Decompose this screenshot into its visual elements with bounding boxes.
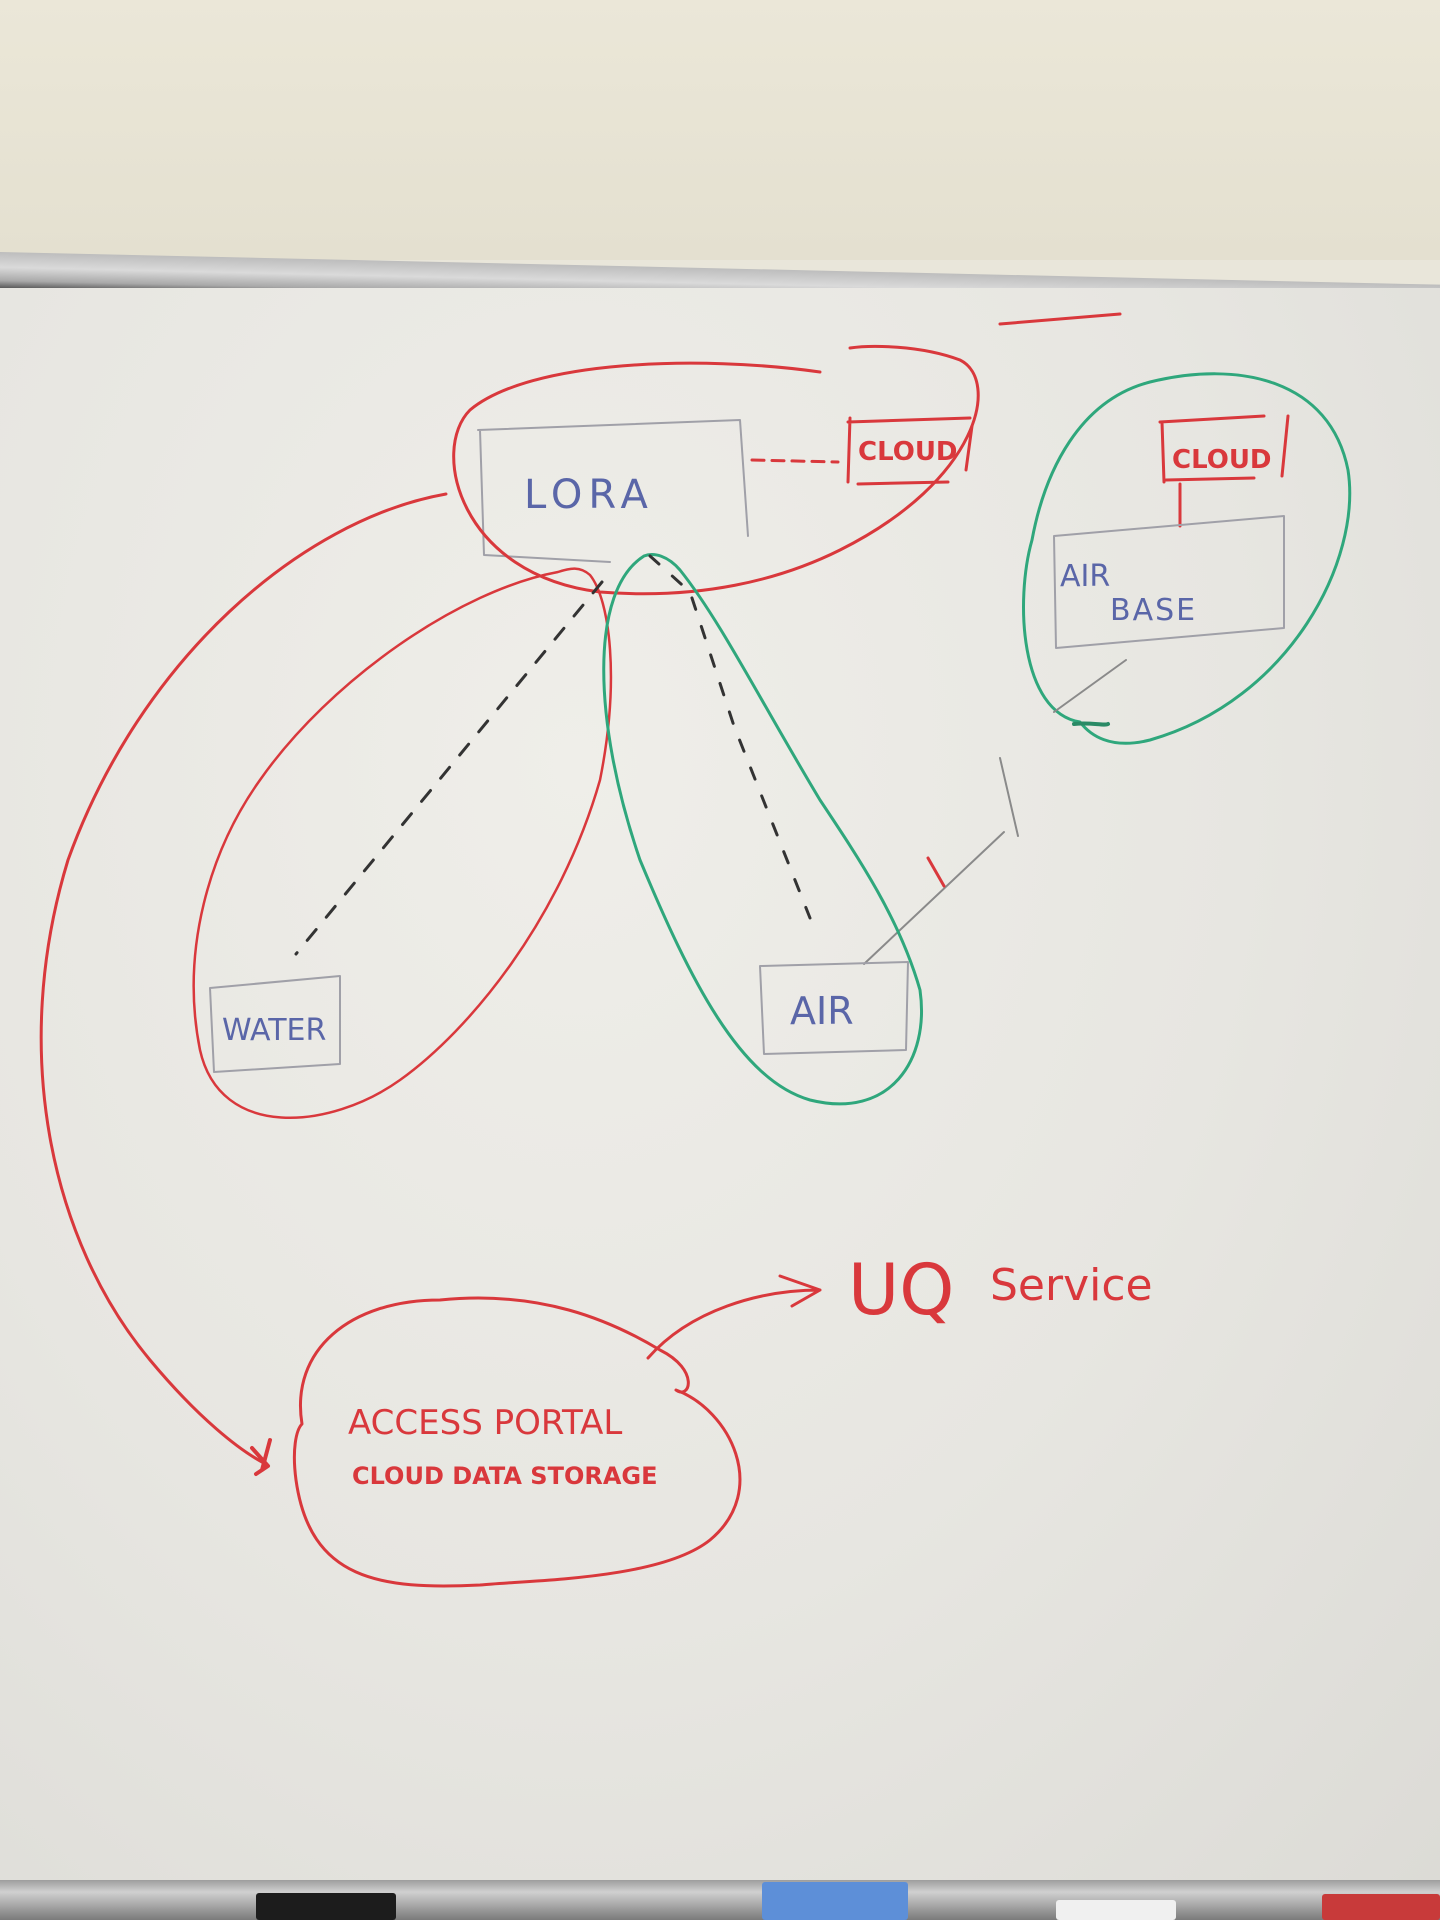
- marker-black: [256, 1893, 396, 1920]
- service-label: Service: [990, 1260, 1153, 1311]
- air-boundary: [602, 553, 923, 1106]
- lora-cloud-link: [750, 458, 840, 464]
- portal-label-line1: ACCESS PORTAL: [348, 1403, 622, 1443]
- marker-white: [1056, 1900, 1176, 1920]
- eraser-blue: [762, 1882, 908, 1920]
- air-base-box: [1053, 515, 1285, 649]
- air-box: [759, 961, 909, 1055]
- air-to-air-base-link: [863, 659, 1127, 965]
- water-box: [209, 975, 341, 1073]
- lora-label: LORA: [524, 472, 654, 518]
- water-boundary: [192, 567, 613, 1120]
- air-base-boundary: [1022, 372, 1352, 745]
- portal-arrowhead: [250, 1438, 272, 1476]
- lora-air-link: [648, 554, 812, 920]
- air-base-label-line1: AIR: [1060, 559, 1110, 594]
- lora-to-portal-arrow: [39, 492, 448, 1464]
- lora-water-link: [294, 580, 604, 956]
- green-accent: [1072, 721, 1110, 727]
- air-base-label-line2: BASE: [1110, 593, 1197, 628]
- uq-label: UQ: [848, 1249, 954, 1331]
- whiteboard-marker-tray: [0, 1880, 1440, 1920]
- lora-box: [477, 419, 749, 563]
- cloud-lora-label: CLOUD: [858, 437, 958, 467]
- air-label: AIR: [790, 989, 854, 1033]
- wall-background: [0, 0, 1440, 260]
- cloud-air-base-box: [1158, 414, 1290, 484]
- water-label: WATER: [222, 1013, 326, 1048]
- cloud-lora-box: [846, 416, 974, 486]
- portal-cloud: [292, 1296, 742, 1588]
- lora-boundary-ellipse: [452, 344, 980, 596]
- cloud-air-base-label: CLOUD: [1172, 445, 1272, 475]
- portal-label-line2: CLOUD DATA STORAGE: [352, 1462, 658, 1490]
- air-link-red-tick: [926, 856, 946, 888]
- portal-to-uq-arrow: [646, 1274, 822, 1360]
- whiteboard-surface: [0, 288, 1440, 1880]
- marker-red: [1322, 1894, 1440, 1920]
- top-right-red-stroke: [998, 312, 1122, 326]
